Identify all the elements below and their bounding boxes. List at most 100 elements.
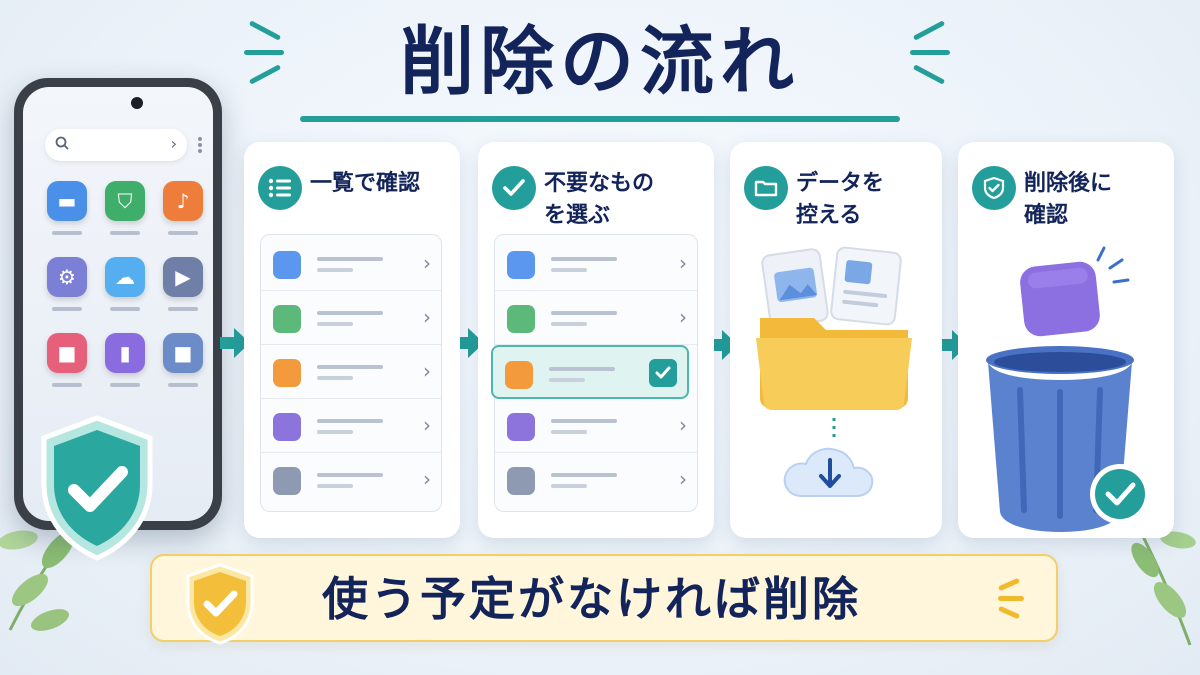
step-card-confirm: 削除後に 確認	[958, 142, 1174, 538]
text-placeholder	[551, 257, 617, 261]
text-placeholder	[317, 365, 383, 369]
text-placeholder	[317, 473, 383, 477]
list-item-selected[interactable]	[491, 345, 689, 399]
step-label: 不要なもの を選ぶ	[544, 171, 655, 228]
front-camera	[131, 97, 143, 109]
page-title: 削除の流れ	[400, 19, 800, 105]
step-card-check-list: 一覧で確認 › › › › ›	[244, 142, 460, 538]
step-card-backup: データを 控える	[730, 142, 942, 538]
text-placeholder	[317, 257, 383, 261]
app-label-placeholder	[168, 231, 198, 235]
chart-icon[interactable]: ▮	[105, 333, 145, 373]
chevron-right-icon: ›	[423, 413, 431, 437]
text-placeholder	[317, 311, 383, 315]
app-label-placeholder	[168, 307, 198, 311]
app-label-placeholder	[110, 383, 140, 387]
app-thumbnail	[507, 413, 535, 441]
list-item[interactable]: ›	[495, 291, 697, 345]
app-thumbnail	[273, 359, 301, 387]
text-placeholder	[317, 430, 353, 434]
app-thumbnail	[507, 467, 535, 495]
right-accent-burst	[902, 20, 962, 85]
shield-check-icon	[186, 563, 254, 645]
arrow-right-icon	[220, 328, 250, 358]
step-card-select: 不要なもの を選ぶ › › › ›	[478, 142, 714, 538]
app-thumbnail	[505, 361, 533, 389]
text-placeholder	[551, 322, 587, 326]
check-circle-icon	[492, 166, 536, 210]
banner-text: 使う予定がなければ削除	[322, 572, 861, 626]
app-list: › › › › ›	[260, 234, 442, 512]
text-placeholder	[551, 311, 617, 315]
list-item[interactable]: ›	[261, 345, 441, 399]
arrow-right-icon	[938, 330, 968, 360]
chevron-right-icon: ›	[423, 359, 431, 383]
chevron-right-icon: ›	[423, 467, 431, 491]
square-icon[interactable]: ■	[163, 333, 203, 373]
app-label-placeholder	[52, 307, 82, 311]
app-label-placeholder	[52, 383, 82, 387]
list-item[interactable]: ›	[261, 291, 441, 345]
chevron-right-icon: ›	[423, 251, 431, 275]
checkbox-checked-icon[interactable]	[649, 359, 677, 387]
list-item[interactable]: ›	[495, 399, 697, 453]
list-item[interactable]: ›	[261, 453, 441, 507]
text-placeholder	[551, 268, 587, 272]
text-placeholder	[317, 484, 353, 488]
music-icon[interactable]: ♪	[163, 181, 203, 221]
chevron-right-icon: ›	[679, 467, 687, 491]
app-label-placeholder	[168, 383, 198, 387]
bag-icon[interactable]: ■	[47, 333, 87, 373]
banner-accent-burst	[992, 577, 1032, 622]
chevron-right-icon: ›	[679, 251, 687, 275]
arrow-right-icon	[708, 330, 738, 360]
step-label: 削除後に 確認	[1024, 171, 1113, 228]
step-label: データを 控える	[796, 171, 885, 228]
list-item[interactable]: ›	[261, 237, 441, 291]
text-placeholder	[317, 376, 353, 380]
cloud-icon[interactable]: ☁	[105, 257, 145, 297]
left-accent-burst	[240, 20, 300, 85]
arrow-right-icon	[454, 328, 484, 358]
app-thumbnail	[507, 305, 535, 333]
search-icon	[55, 136, 69, 154]
shield-check-icon	[972, 166, 1016, 210]
app-thumbnail	[273, 305, 301, 333]
play-icon[interactable]: ▶	[163, 257, 203, 297]
app-thumbnail	[273, 251, 301, 279]
message-icon[interactable]: ▬	[47, 181, 87, 221]
list-item[interactable]: ›	[495, 453, 697, 507]
gear-icon[interactable]: ⚙	[47, 257, 87, 297]
backup-folder-illustration	[756, 246, 912, 497]
app-label-placeholder	[110, 307, 140, 311]
bottom-banner: 使う予定がなければ削除	[150, 554, 1058, 645]
app-thumbnail	[507, 251, 535, 279]
chevron-right-icon: ›	[679, 305, 687, 329]
shield-check-icon	[41, 415, 153, 561]
text-placeholder	[317, 419, 383, 423]
text-placeholder	[549, 367, 615, 371]
search-bar[interactable]: ›	[45, 129, 187, 161]
text-placeholder	[551, 473, 617, 477]
list-item[interactable]: ›	[261, 399, 441, 453]
chevron-right-icon: ›	[423, 305, 431, 329]
chevron-right-icon: ›	[170, 134, 177, 153]
more-menu-icon[interactable]	[197, 135, 203, 157]
text-placeholder	[317, 268, 353, 272]
list-item[interactable]: ›	[495, 237, 697, 291]
step-label: 一覧で確認	[310, 171, 421, 196]
app-label-placeholder	[110, 231, 140, 235]
list-icon	[258, 166, 302, 210]
text-placeholder	[551, 484, 587, 488]
app-list: › › › ›	[491, 234, 698, 512]
shield-icon[interactable]: ⛉	[105, 181, 145, 221]
folder-icon	[744, 166, 788, 210]
chevron-right-icon: ›	[679, 413, 687, 437]
app-label-placeholder	[52, 231, 82, 235]
text-placeholder	[551, 430, 587, 434]
app-thumbnail	[273, 413, 301, 441]
text-placeholder	[317, 322, 353, 326]
text-placeholder	[549, 378, 585, 382]
phone-screen: › ▬ ⛉ ♪ ⚙ ☁ ▶ ■ ▮ ■	[23, 87, 213, 521]
title-underline	[300, 116, 900, 122]
